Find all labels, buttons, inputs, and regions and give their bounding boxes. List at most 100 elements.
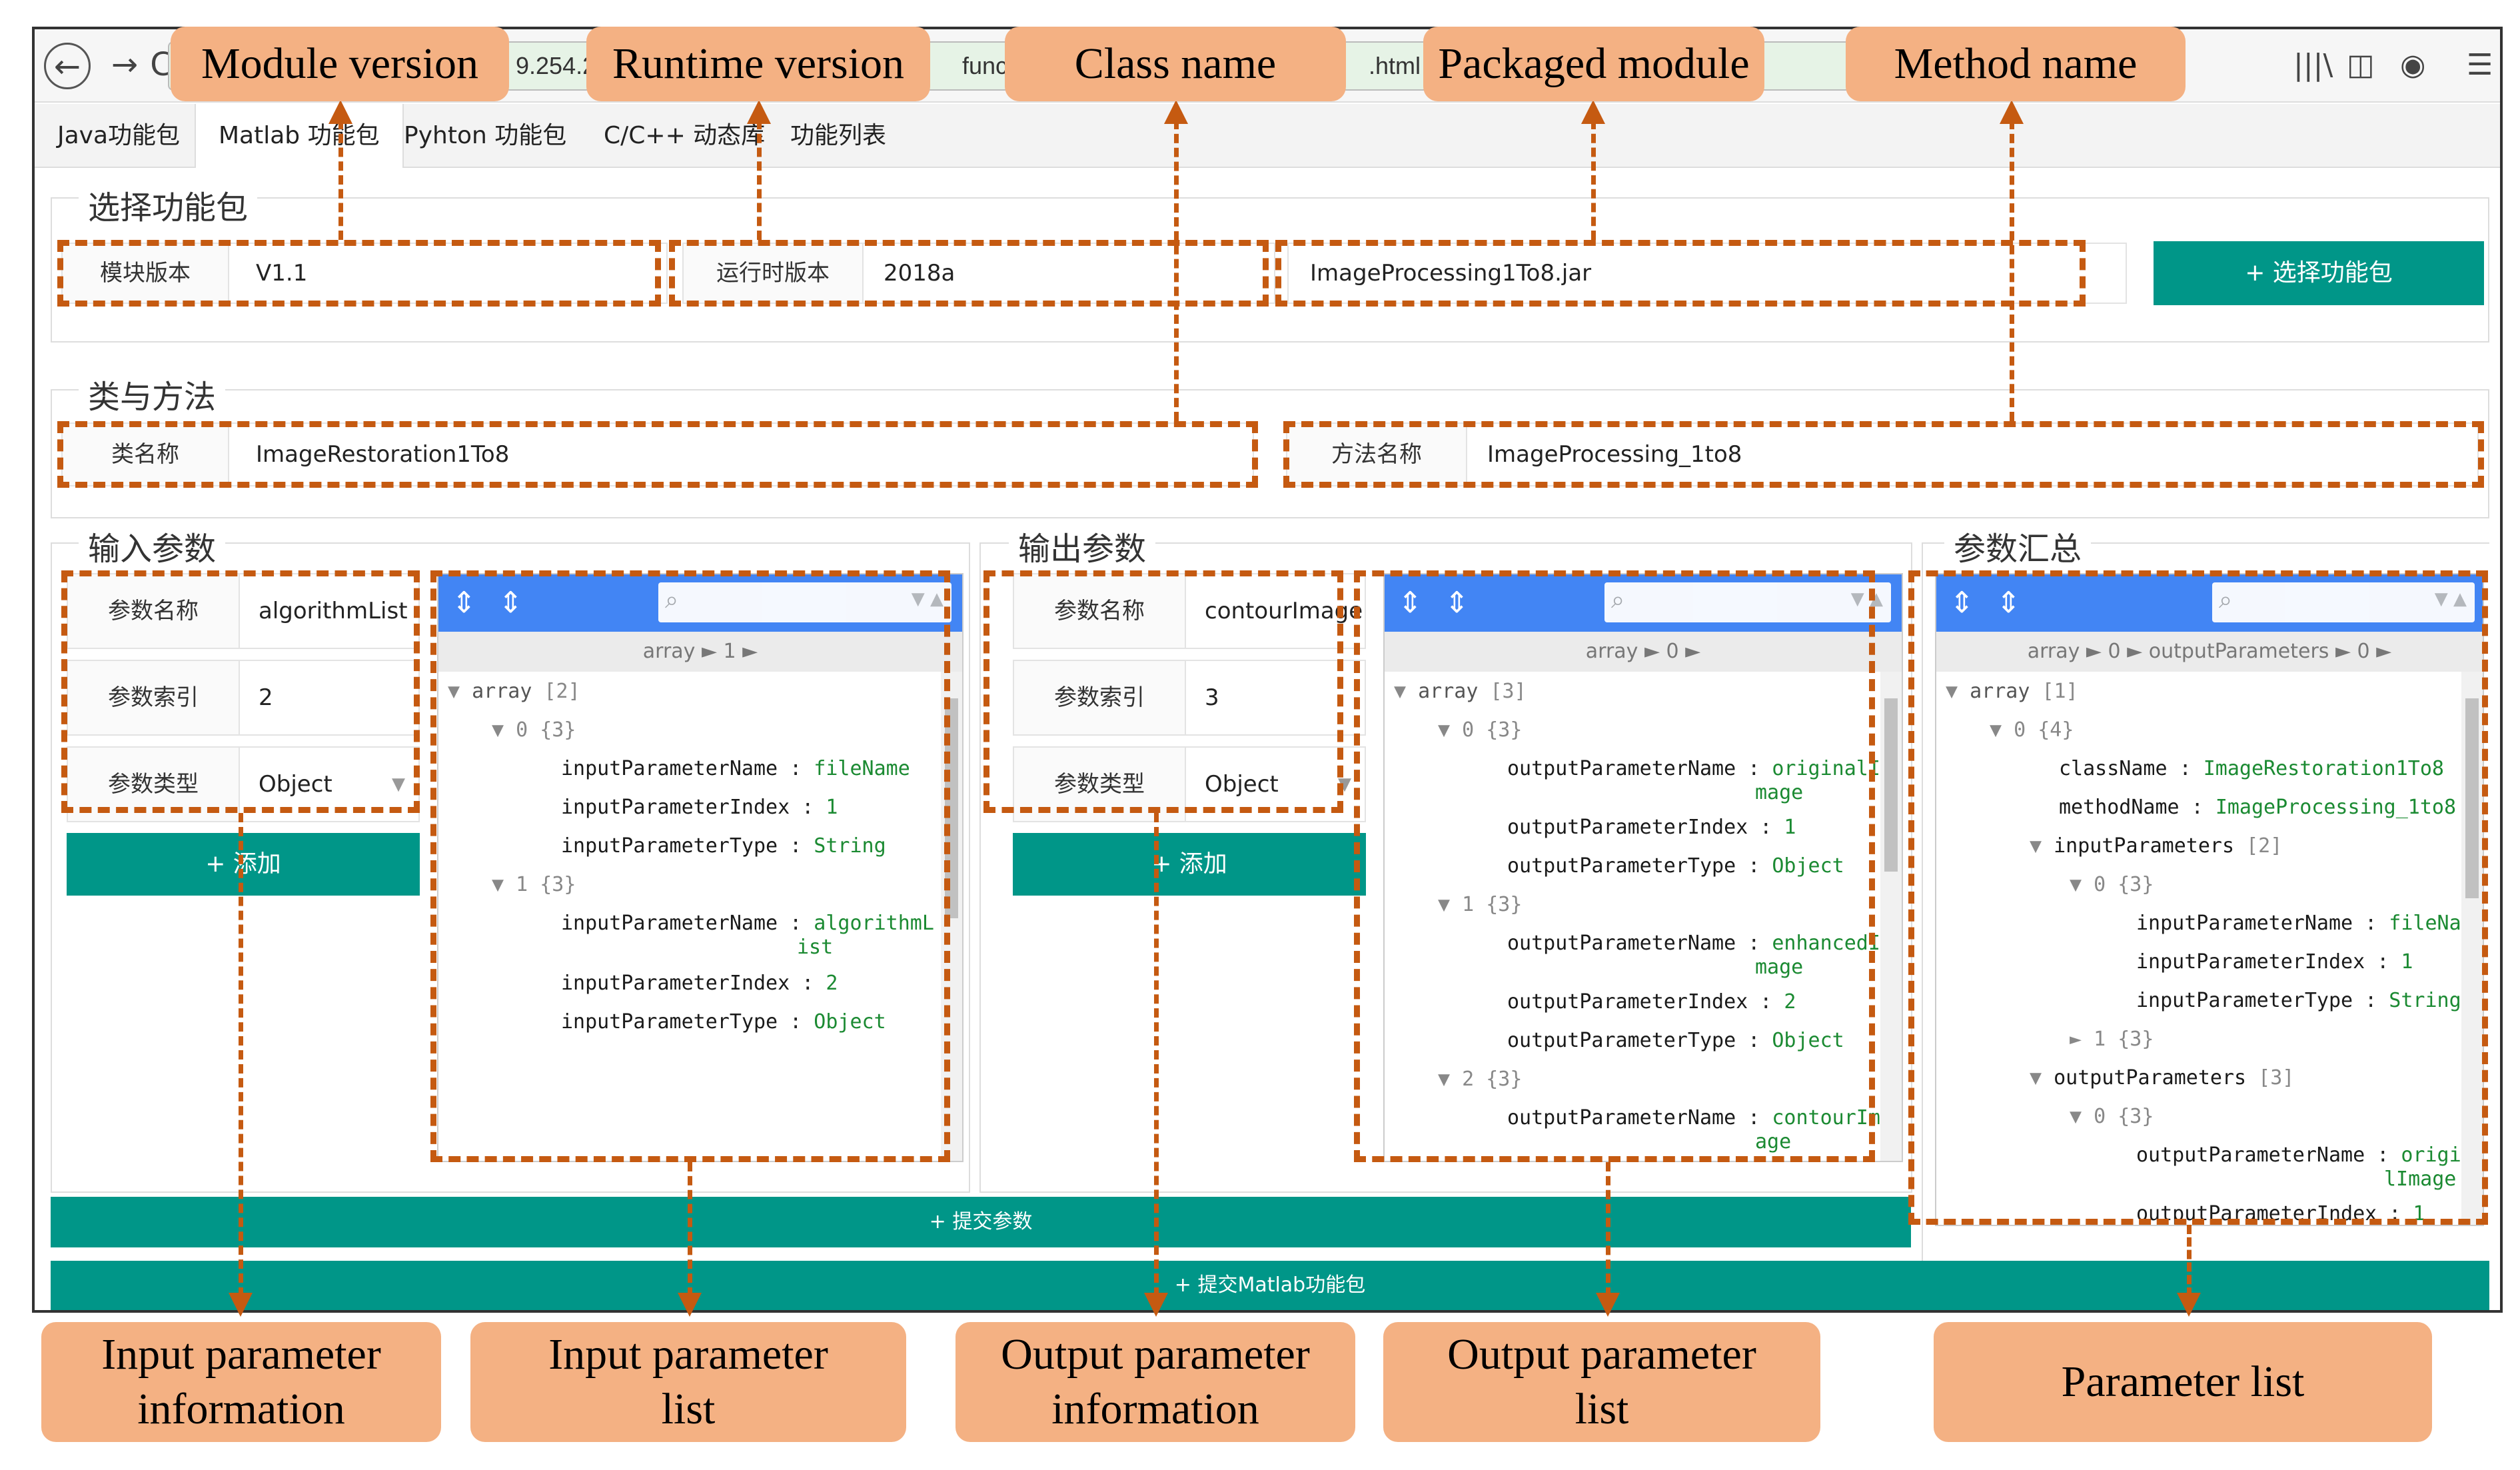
expand-toggle-icon[interactable]: ▼ [2070, 1105, 2094, 1128]
tree-body: ▼ array [3] ▼ 0 {3} outputParameterName … [1394, 680, 1880, 1153]
summary-legend: 参数汇总 [1944, 522, 2092, 569]
chevron-down-icon[interactable]: ▼ [392, 774, 405, 794]
expand-toggle-icon[interactable]: ▼ [1394, 680, 1419, 703]
collapse-all-icon[interactable]: ⇕ [498, 586, 523, 620]
select-package-legend: 选择功能包 [79, 181, 258, 228]
module-version-input[interactable]: V1.1 [256, 260, 308, 287]
search-nav-icon[interactable]: ▼ ▲ [2434, 589, 2467, 609]
callout-method-name: Method name [1846, 27, 2186, 101]
collapse-toggle-icon[interactable]: ► [2070, 1028, 2094, 1051]
back-icon[interactable]: ← [44, 43, 91, 89]
tree-breadcrumb: array ► 0 ► outputParameters ► 0 ► [1936, 632, 2483, 672]
scrollbar-thumb[interactable] [1884, 698, 1898, 872]
arrow-up-icon [1164, 100, 1188, 124]
arrow-up-icon [1581, 100, 1605, 124]
collapse-all-icon[interactable]: ⇕ [1445, 586, 1469, 620]
class-method-section [51, 389, 2489, 518]
submit-matlab-button[interactable]: + 提交Matlab功能包 [51, 1261, 2489, 1310]
tree-breadcrumb: array ► 0 ► [1385, 632, 1902, 672]
submit-params-button[interactable]: + 提交参数 [51, 1197, 1911, 1247]
search-nav-icon[interactable]: ▼ ▲ [1850, 589, 1883, 609]
collapse-all-icon[interactable]: ⇕ [1996, 586, 2021, 620]
arrow-down-icon [2177, 1293, 2201, 1317]
expand-toggle-icon[interactable]: ▼ [1438, 1068, 1463, 1091]
expand-toggle-icon[interactable]: ▼ [1438, 893, 1463, 916]
expand-toggle-icon[interactable]: ▼ [492, 873, 516, 896]
package-file-input[interactable]: ImageProcessing1To8.jar [1310, 260, 1592, 287]
class-name-field: 类名称 ImageRestoration1To8 [61, 422, 1254, 486]
library-icon[interactable]: |||\ [2293, 48, 2333, 82]
highlight-input-list [430, 570, 950, 1162]
connector-input-list [688, 1162, 692, 1297]
tree-breadcrumb: array ► 1 ► [438, 632, 962, 672]
output-param-type-select[interactable]: Object [1205, 771, 1279, 798]
tree-toolbar: ⇕ ⇕ ⌕▼ ▲ [1385, 574, 1902, 632]
method-name-input[interactable]: ImageProcessing_1to8 [1487, 441, 1742, 468]
select-package-button[interactable]: + 选择功能包 [2154, 241, 2484, 305]
tree-search-input[interactable]: ⌕▼ ▲ [1604, 582, 1891, 622]
scrollbar-thumb[interactable] [2465, 698, 2479, 898]
module-version-label: 模块版本 [63, 244, 229, 303]
sidebar-icon[interactable]: ◫ [2347, 48, 2375, 82]
runtime-version-input[interactable]: 2018a [884, 260, 955, 287]
tree-toolbar: ⇕ ⇕ ⌕ ▼ ▲ [1936, 574, 2483, 632]
input-param-name-input[interactable]: algorithmList [259, 598, 408, 624]
expand-toggle-icon[interactable]: ▼ [492, 718, 516, 742]
expand-toggle-icon[interactable]: ▼ [2070, 873, 2094, 896]
expand-all-icon[interactable]: ⇕ [1950, 586, 1974, 620]
search-nav-icon[interactable]: ▼ ▲ [911, 589, 944, 609]
arrow-down-icon [1144, 1293, 1168, 1317]
input-param-tree-panel: ⇕ ⇕ ⌕▼ ▲ array ► 1 ► ▼ array [2] ▼ 0 {3}… [437, 573, 963, 1162]
tab-function-list[interactable]: 功能列表 [790, 122, 887, 149]
tab-python[interactable]: Pyhton 功能包 [404, 122, 567, 149]
connector-param-list [2187, 1225, 2192, 1297]
expand-all-icon[interactable]: ⇕ [452, 586, 476, 620]
tab-cpp[interactable]: C/C++ 动态库 [604, 122, 766, 149]
class-name-label: 类名称 [63, 424, 229, 485]
tree-search-input[interactable]: ⌕ ▼ ▲ [2212, 582, 2475, 622]
tree-scrollbar[interactable] [1880, 672, 1902, 1161]
input-param-index-input[interactable]: 2 [259, 684, 273, 711]
output-param-index-input[interactable]: 3 [1205, 684, 1219, 711]
select-package-section [51, 197, 2489, 343]
callout-class-name: Class name [1005, 27, 1346, 101]
account-icon[interactable]: ◉ [2400, 48, 2426, 82]
highlight-module-version [57, 240, 661, 307]
tree-scrollbar[interactable] [2461, 672, 2483, 1225]
expand-toggle-icon[interactable]: ▼ [1438, 718, 1463, 742]
tree-toolbar: ⇕ ⇕ ⌕ ▼ ▲ [438, 574, 962, 632]
highlight-packaged-module [1275, 240, 2086, 307]
highlight-output-info [983, 570, 1343, 813]
arrow-up-icon [328, 100, 352, 124]
arrow-down-icon [229, 1293, 253, 1317]
runtime-version-label: 运行时版本 [684, 244, 864, 303]
tree-search-input[interactable]: ⌕ ▼ ▲ [658, 582, 951, 622]
arrow-down-icon [678, 1293, 702, 1317]
highlight-class-name [57, 421, 1258, 488]
expand-toggle-icon[interactable]: ▼ [1946, 680, 1970, 703]
output-param-name-input[interactable]: contourImage [1205, 598, 1363, 624]
input-add-button[interactable]: + 添加 [67, 833, 420, 896]
search-icon: ⌕ [665, 586, 679, 614]
expand-all-icon[interactable]: ⇕ [1398, 586, 1423, 620]
menu-icon[interactable]: ☰ [2467, 48, 2493, 82]
expand-toggle-icon[interactable]: ▼ [2030, 834, 2054, 858]
summary-tree-panel: ⇕ ⇕ ⌕ ▼ ▲ array ► 0 ► outputParameters ► … [1935, 573, 2484, 1226]
expand-toggle-icon[interactable]: ▼ [2030, 1066, 2054, 1090]
method-name-label: 方法名称 [1287, 424, 1467, 485]
expand-toggle-icon[interactable]: ▼ [448, 680, 472, 703]
class-name-input[interactable]: ImageRestoration1To8 [256, 441, 510, 468]
input-param-index-field: 参数索引 2 [67, 660, 420, 736]
tab-matlab[interactable]: Matlab 功能包 [195, 104, 404, 168]
output-add-button[interactable]: + 添加 [1013, 833, 1366, 896]
callout-runtime-version: Runtime version [586, 27, 930, 101]
tab-java[interactable]: Java功能包 [57, 122, 181, 149]
callout-packaged-module: Packaged module [1423, 27, 1764, 101]
forward-icon[interactable]: → [111, 46, 139, 83]
expand-toggle-icon[interactable]: ▼ [1990, 718, 2014, 742]
input-param-type-select[interactable]: Object [259, 771, 332, 798]
search-icon: ⌕ [2219, 586, 2233, 614]
input-params-legend: 输入参数 [79, 522, 226, 569]
